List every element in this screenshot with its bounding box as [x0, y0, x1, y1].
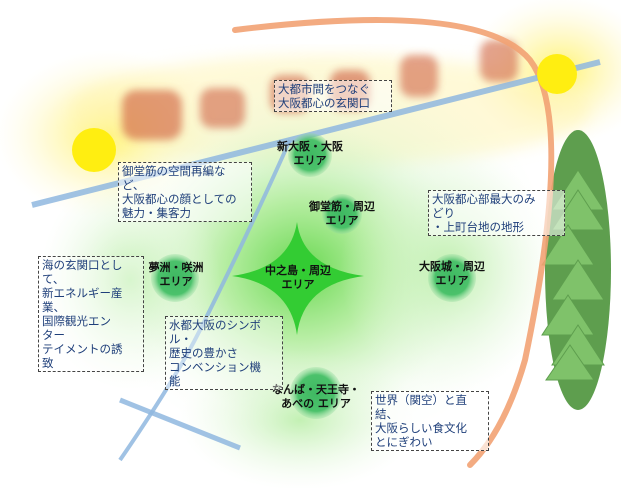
area-label-shin-osaka: 新大阪・大阪 エリア: [270, 140, 350, 168]
note-line: 海の玄関口とし: [42, 258, 123, 272]
node-midosuji: [322, 194, 362, 234]
area-label-line: エリア: [159, 275, 193, 288]
note-line: 大都市間をつなぐ: [278, 82, 370, 96]
note-osakajo: 大阪都心部最大のみ どり ・上町台地の地形: [428, 190, 565, 236]
node-osakajo: [428, 254, 476, 302]
note-line: 世界（関空）と直: [375, 393, 467, 407]
note-line: ・上町台地の地形: [432, 220, 524, 234]
area-label-yumeshima: 夢洲・咲洲 エリア: [136, 261, 216, 289]
green-zone-west: [40, 170, 220, 390]
area-label-line: 大阪城・周辺: [419, 260, 485, 273]
note-line: 業、: [42, 300, 65, 314]
hill-triangles: [541, 169, 605, 381]
area-label-namba: なんば・天王寺・ あべの エリア: [262, 383, 370, 411]
note-line: 魅力・集客力: [122, 206, 191, 220]
note-line: 能: [169, 374, 181, 388]
area-label-nakanoshima: 中之島・周辺 エリア: [258, 264, 338, 292]
area-label-midosuji: 御堂筋・周辺 エリア: [302, 200, 382, 228]
note-namba: 世界（関空）と直 結、 大阪らしい食文化 とにぎわい: [371, 391, 489, 451]
note-line: テイメントの誘: [42, 342, 123, 356]
area-label-osakajo: 大阪城・周辺 エリア: [412, 260, 492, 288]
green-zone-south: [180, 350, 420, 488]
central-star: [232, 222, 364, 335]
ring-road: [232, 17, 555, 468]
area-label-line: エリア: [293, 154, 327, 167]
area-label-line: 夢洲・咲洲: [148, 261, 204, 274]
area-label-line: 新大阪・大阪: [277, 140, 343, 153]
node-yumeshima: [151, 254, 199, 302]
bay-line: [119, 397, 241, 451]
area-label-line: エリア: [325, 214, 359, 227]
note-line: ル・: [169, 332, 192, 346]
note-line: 大阪らしい食文化: [375, 421, 467, 435]
note-line: 大阪都心の玄関口: [278, 96, 370, 110]
area-label-line: 御堂筋・周辺: [309, 200, 375, 213]
note-line: 御堂筋の空間再編な: [122, 164, 226, 178]
note-yumeshima: 海の玄関口とし て、 新エネルギー産 業、 国際観光エン ター テイメントの誘 …: [38, 256, 144, 372]
note-line: て、: [42, 272, 65, 286]
note-line: とにぎわい: [375, 435, 433, 449]
note-line: 大阪都心部最大のみ: [432, 192, 536, 206]
note-line: 水都大阪のシンボ: [169, 318, 261, 332]
note-nakanoshima: 水都大阪のシンボ ル・ 歴史の豊かさ コンベンション機 能: [165, 316, 283, 390]
note-line: 致: [42, 356, 54, 370]
note-line: 国際観光エン: [42, 314, 111, 328]
sun-west: [72, 128, 116, 172]
node-namba: [290, 367, 342, 419]
note-line: 歴史の豊かさ: [169, 346, 238, 360]
note-line: コンベンション機: [169, 360, 261, 374]
area-label-line: エリア: [435, 274, 469, 287]
area-label-line: 中之島・周辺: [265, 264, 331, 277]
note-shin-osaka: 大都市間をつなぐ 大阪都心の玄関口: [274, 80, 392, 112]
note-line: 結、: [375, 407, 398, 421]
note-line: 新エネルギー産: [42, 286, 123, 300]
area-label-line: なんば・天王寺・: [272, 383, 360, 396]
north-south-line: [118, 139, 292, 462]
area-label-line: あべの エリア: [281, 397, 351, 410]
area-label-line: エリア: [281, 278, 315, 291]
node-shin-osaka: [288, 133, 332, 177]
sun-east: [537, 54, 577, 94]
note-line: どり: [432, 206, 455, 220]
note-line: ター: [42, 328, 65, 342]
note-midosuji: 御堂筋の空間再編な ど、 大阪都心の顔としての 魅力・集客力: [118, 162, 252, 222]
note-line: 大阪都心の顔としての: [122, 192, 237, 206]
note-line: ど、: [122, 178, 145, 192]
